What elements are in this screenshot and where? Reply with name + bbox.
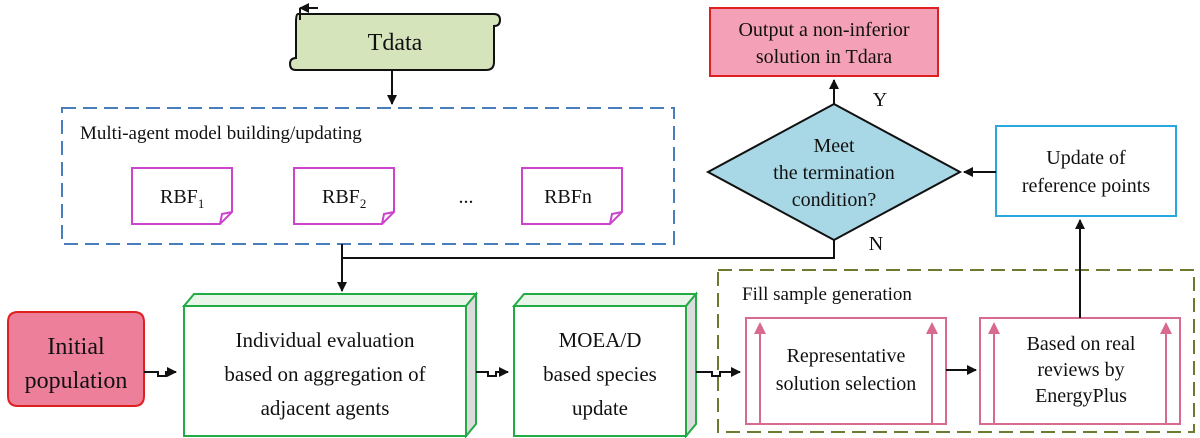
representative-line1: Representative (787, 345, 906, 367)
evaluation-line3: adjacent agents (261, 396, 390, 420)
real-reviews-line3: EnergyPlus (1035, 385, 1127, 407)
rbf-2-node: RBF2 (293, 167, 395, 225)
rbf-n-node: RBFn (521, 167, 623, 225)
moead-line2: based species (543, 362, 657, 386)
update-reference-line1: Update of (1046, 147, 1126, 169)
decision-line2: the termination (773, 162, 895, 184)
evaluation-node: Individual evaluation based on aggregati… (181, 291, 479, 438)
output-line2: solution in Tdara (756, 46, 892, 68)
label-yes: Y (873, 89, 887, 111)
model-building-group: Multi-agent model building/updating RBF1… (61, 107, 675, 245)
tdata-node: Tdata (288, 3, 502, 71)
initial-population-line2: population (25, 368, 128, 394)
initial-population-node: Initial population (7, 311, 145, 407)
tdata-label: Tdata (368, 30, 423, 56)
decision-line3: condition? (792, 189, 877, 211)
real-reviews-line2: reviews by (1037, 359, 1124, 381)
representative-line2: solution selection (776, 373, 917, 395)
model-building-title: Multi-agent model building/updating (80, 123, 362, 144)
arrow-no-branch (342, 240, 835, 259)
rbf-n-label: RBFn (544, 186, 592, 208)
representative-selection-node: Representative solution selection (745, 317, 947, 425)
output-node: Output a non-inferior solution in Tdara (709, 7, 939, 77)
update-reference-line2: reference points (1022, 175, 1150, 197)
arrow-eval-to-moead (476, 367, 509, 377)
rbf-1-node: RBF1 (131, 167, 233, 225)
fill-sample-group: Fill sample generation Representative so… (717, 269, 1195, 433)
evaluation-line2: based on aggregation of (224, 362, 425, 386)
rbf-1-label: RBF1 (160, 186, 204, 211)
evaluation-line1: Individual evaluation (235, 328, 415, 352)
update-reference-node: Update of reference points (995, 125, 1177, 217)
output-line1: Output a non-inferior (738, 19, 909, 41)
real-reviews-line1: Based on real (1027, 333, 1136, 355)
initial-population-line1: Initial (47, 334, 105, 360)
arrow-initial-to-eval (144, 367, 177, 377)
real-reviews-node: Based on real reviews by EnergyPlus (979, 317, 1181, 425)
fill-sample-title: Fill sample generation (742, 284, 912, 305)
moead-line3: update (572, 396, 628, 420)
termination-decision-node: Meet the termination condition? (705, 102, 963, 242)
rbf-ellipsis: ... (459, 186, 474, 208)
moead-line1: MOEA/D (559, 328, 642, 352)
label-no: N (869, 233, 883, 255)
moead-node: MOEA/D based species update (511, 291, 699, 438)
arrow-moead-to-rep (696, 367, 741, 377)
decision-line1: Meet (813, 135, 855, 157)
rbf-2-label: RBF2 (322, 186, 366, 211)
